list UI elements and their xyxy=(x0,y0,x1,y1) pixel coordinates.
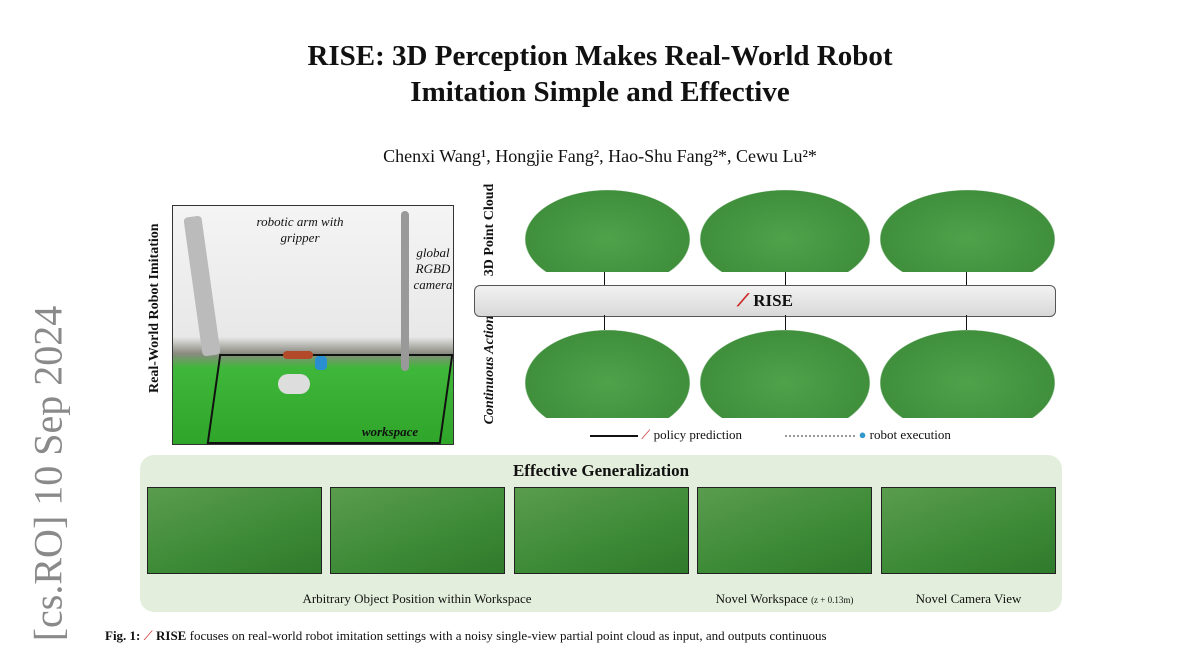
arm-annotation: robotic arm with gripper xyxy=(256,214,344,245)
arrow xyxy=(604,272,605,285)
point-cloud-panel xyxy=(700,190,870,272)
action-panel xyxy=(880,330,1055,418)
continuous-action-label: Continuous Action xyxy=(482,315,497,425)
caption-novel-camera: Novel Camera View xyxy=(915,591,1022,606)
title-line-2: Imitation Simple and Effective xyxy=(410,76,790,108)
action-panel xyxy=(525,330,690,418)
figure-caption: Fig. 1: ⟋ RISE focuses on real-world rob… xyxy=(105,628,827,643)
arrow xyxy=(966,315,967,330)
caption-arbitrary-position: Arbitrary Object Position within Workspa… xyxy=(302,591,532,606)
generalization-image xyxy=(881,487,1056,574)
legend-policy: policy prediction xyxy=(653,427,743,442)
lab-photo xyxy=(172,205,454,445)
point-cloud-panel xyxy=(880,190,1055,272)
authors: Chenxi Wang¹, Hongjie Fang², Hao-Shu Fan… xyxy=(383,146,817,166)
caption-novel-workspace: Novel Workspace (z + 0.13m) xyxy=(715,591,854,606)
rise-icon: ⟋ xyxy=(143,628,153,643)
arrow xyxy=(966,272,967,285)
arrow xyxy=(785,272,786,285)
rise-icon: ⟋ xyxy=(737,291,754,310)
legend: ⟋ policy prediction ● robot execution xyxy=(590,427,951,443)
generalization-image xyxy=(147,487,322,574)
arrow xyxy=(604,315,605,330)
legend-robot: robot execution xyxy=(869,427,951,442)
camera-annotation: global RGBD camera xyxy=(413,245,453,292)
rise-icon: ⟋ xyxy=(641,427,651,442)
workspace-annotation: workspace xyxy=(361,424,419,439)
title-line-1: RISE: 3D Perception Makes Real-World Rob… xyxy=(307,40,893,72)
generalization-title: Effective Generalization xyxy=(512,461,690,480)
generalization-image xyxy=(697,487,872,574)
point-cloud-panel xyxy=(525,190,690,272)
paper-title: RISE: 3D Perception Makes Real-World Rob… xyxy=(0,38,1200,110)
rise-model-bar: ⟋ RISE xyxy=(474,285,1056,317)
generalization-image xyxy=(514,487,689,574)
left-label: Real-World Robot Imitation xyxy=(147,223,162,393)
point-cloud-label: 3D Point Cloud xyxy=(482,183,497,277)
arxiv-stamp: [cs.RO] 10 Sep 2024 xyxy=(25,305,71,642)
generalization-image xyxy=(330,487,505,574)
arrow xyxy=(785,315,786,330)
action-panel xyxy=(700,330,870,418)
robot-icon: ● xyxy=(858,427,867,442)
